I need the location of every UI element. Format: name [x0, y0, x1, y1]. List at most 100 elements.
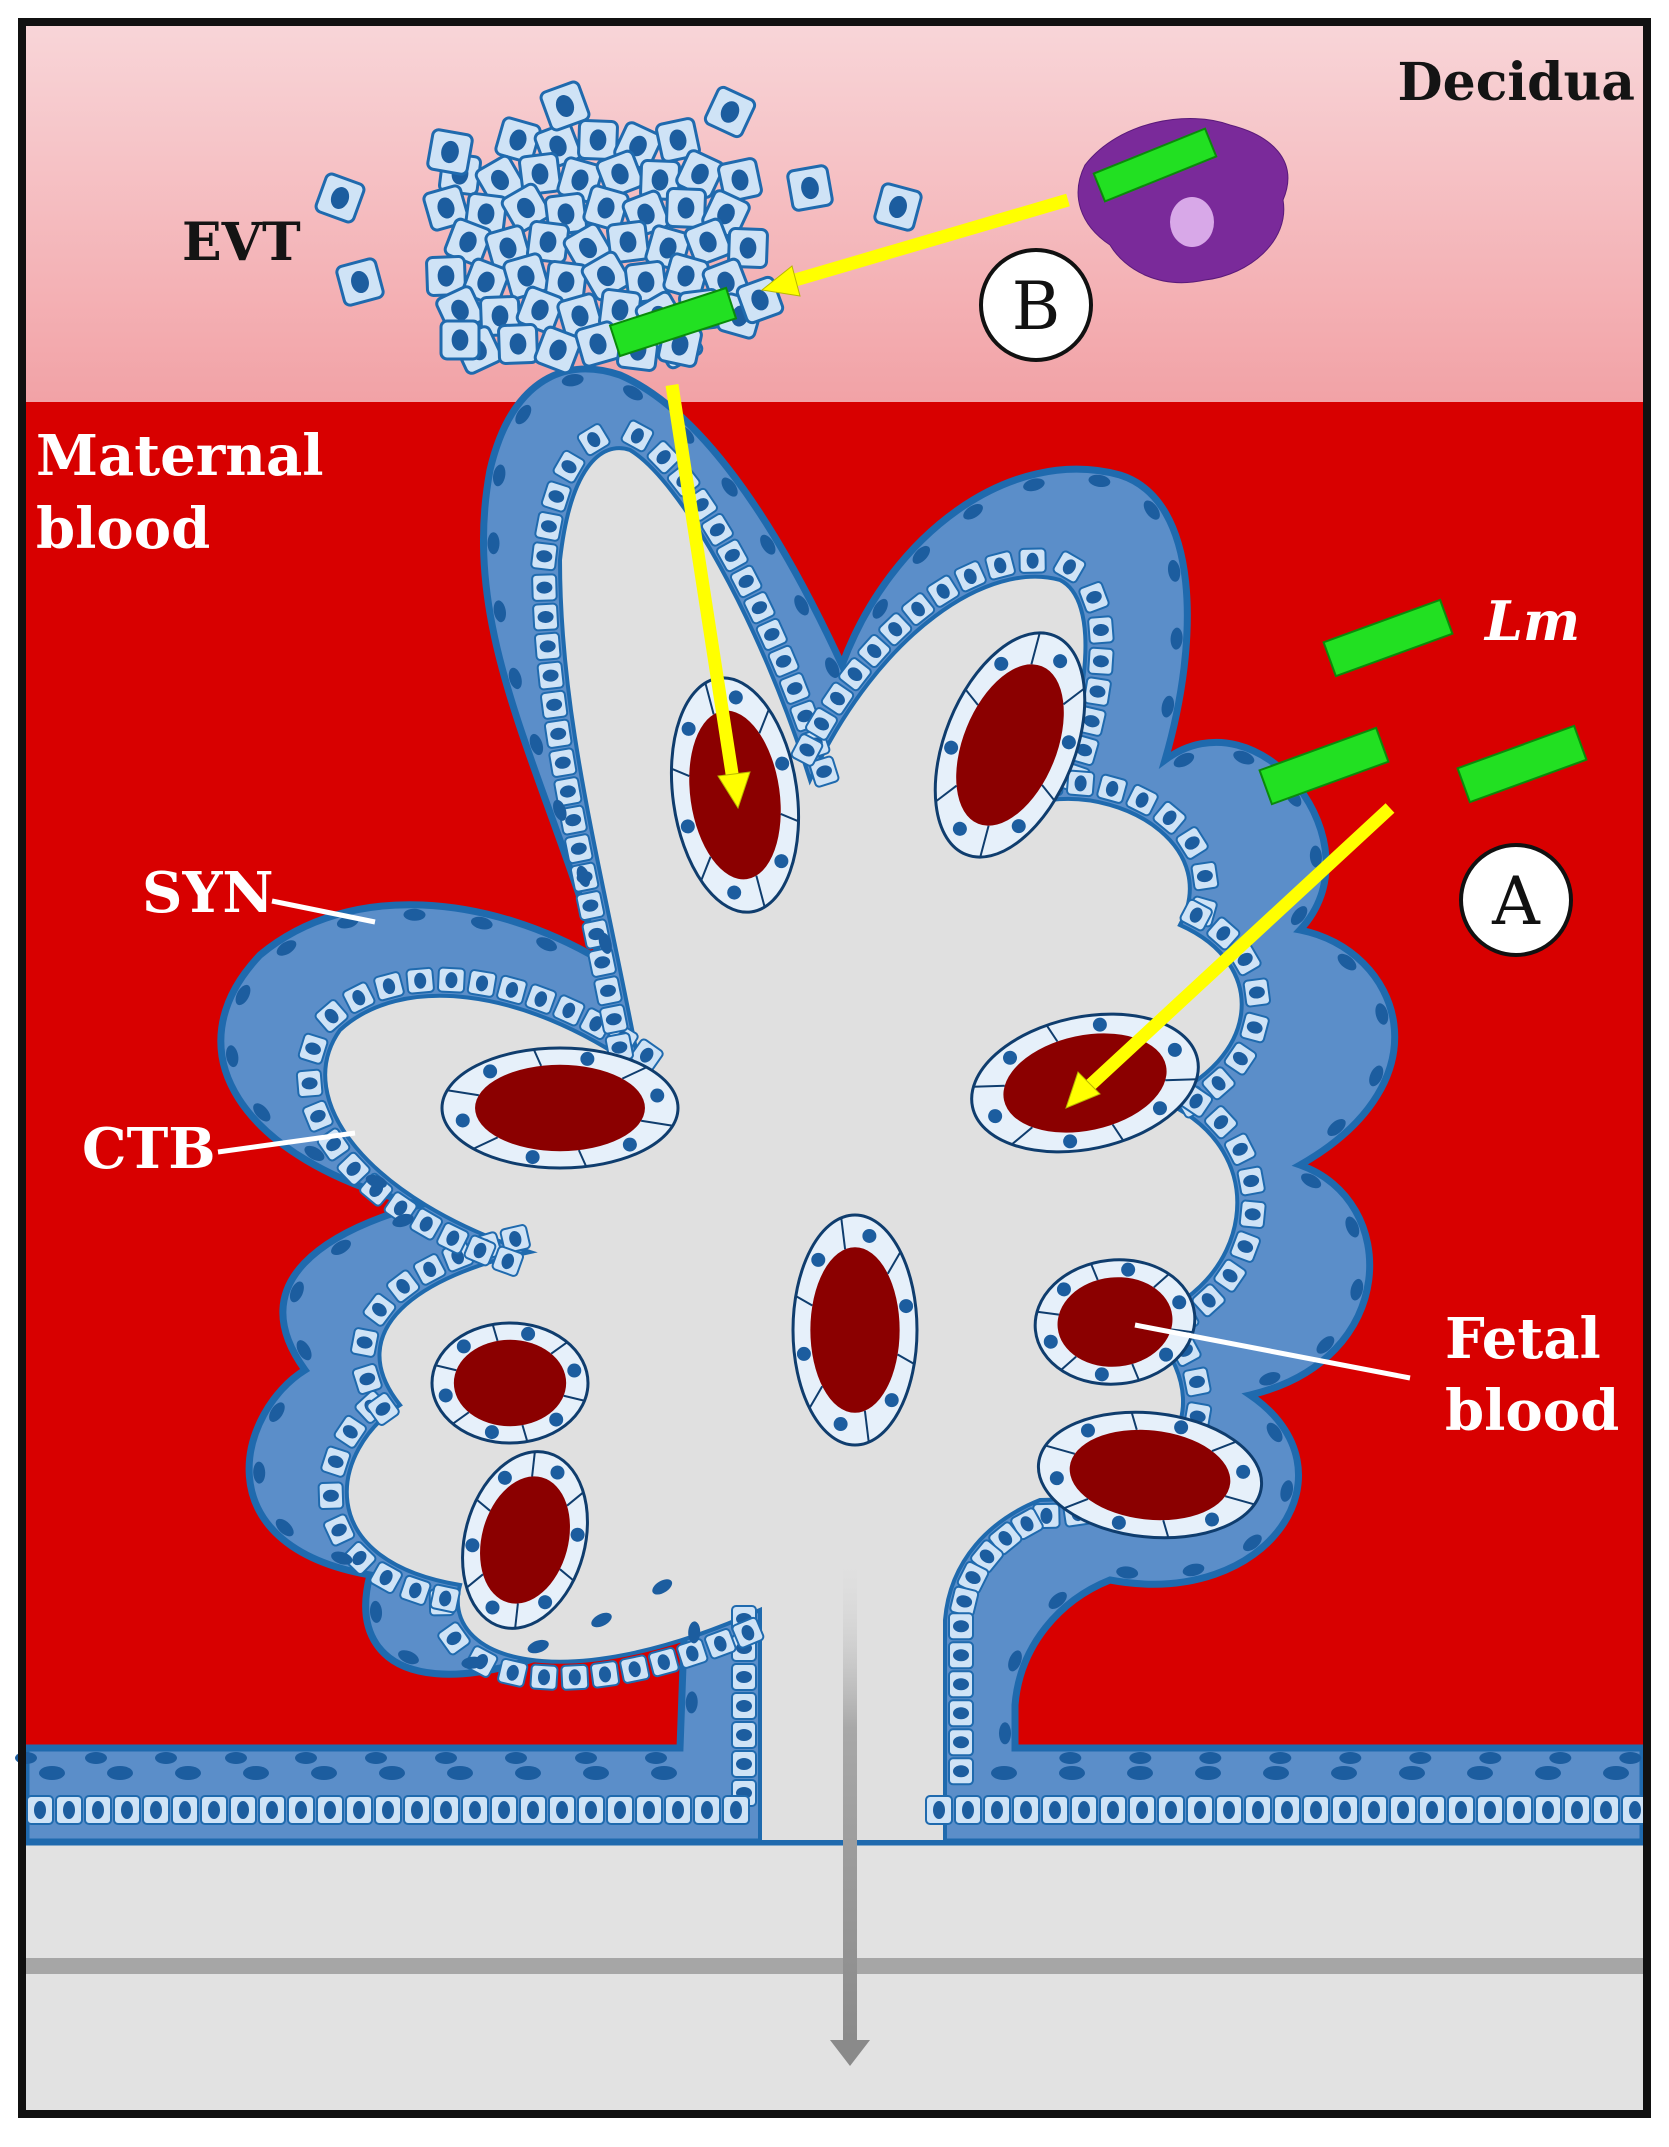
syncytial-nucleus: [721, 477, 738, 497]
cytotrophoblast-cell: [323, 1513, 356, 1547]
cytotrophoblast-cell: [948, 1757, 974, 1786]
cytotrophoblast-cell: [606, 1795, 634, 1825]
syncytial-nuclei: [15, 374, 1642, 1780]
syncytial-nucleus: [435, 1752, 457, 1764]
cytotrophoblast-cell: [1302, 1795, 1330, 1825]
syncytial-nucleus: [1116, 1566, 1139, 1579]
cytotrophoblast-cell: [948, 1699, 974, 1728]
evt-cell: [497, 323, 539, 365]
cytotrophoblast-cell: [369, 1561, 403, 1594]
cytotrophoblast-cell: [1204, 1105, 1238, 1140]
cytotrophoblast-cell: [901, 592, 936, 626]
cytotrophoblast-cell: [743, 591, 776, 625]
rod-bacterium-icon: [1258, 726, 1390, 806]
syncytial-nucleus: [508, 667, 522, 690]
evt-label: EVT: [182, 212, 301, 273]
cytotrophoblast-cell: [316, 1795, 344, 1825]
evt-cell: [556, 292, 604, 340]
cytotrophoblast-cell: [704, 1628, 737, 1660]
ctb-label: CTB: [82, 1116, 216, 1182]
cytotrophoblast-cell: [1182, 1366, 1212, 1398]
cytotrophoblast-cell: [648, 1647, 680, 1678]
syncytial-nucleus: [1290, 906, 1308, 926]
evt-cell: [595, 149, 645, 199]
cytotrophoblast-cell: [1190, 861, 1220, 892]
fetal-vessel: [933, 631, 1087, 859]
syncytial-nucleus: [1059, 1752, 1082, 1764]
cytotrophoblast-cell: [587, 946, 617, 978]
cytotrophoblast-cell: [314, 999, 349, 1034]
syncytial-nucleus: [331, 1239, 351, 1256]
cytotrophoblast-cell: [437, 966, 466, 994]
cytotrophoblast-cell: [731, 1692, 757, 1720]
cytotrophoblast-cell: [26, 1795, 54, 1825]
syncytial-nucleus: [825, 657, 840, 678]
cytotrophoblast-cell: [857, 633, 892, 669]
syncytial-nucleus: [527, 1639, 549, 1654]
cytotrophoblast-cell: [491, 1245, 524, 1277]
cytotrophoblast-cell: [345, 1795, 373, 1825]
cytotrophoblast-cell: [948, 1641, 974, 1670]
cytotrophoblast-cell: [1239, 1011, 1270, 1044]
syncytial-nucleus: [575, 1752, 597, 1764]
figure-frame: [18, 18, 1651, 2118]
cytotrophoblast-cell: [731, 1750, 757, 1778]
cytotrophoblast-cell: [1157, 1795, 1185, 1825]
cytotrophoblast-cell: [1087, 615, 1115, 645]
syncytial-nucleus: [1233, 750, 1255, 765]
cytotrophoblast-cell: [820, 681, 855, 716]
cytotrophoblast-cell: [575, 890, 606, 922]
syncytial-nucleus: [1327, 1118, 1346, 1137]
syncytial-nucleus: [1195, 1766, 1221, 1780]
syncytial-nucleus: [688, 1621, 701, 1644]
yellow-arrow-icon: [665, 193, 1395, 1109]
cytotrophoblast-cell: [519, 1795, 547, 1825]
syncytial-nucleus: [1603, 1766, 1629, 1780]
cytotrophoblast-cell: [729, 564, 763, 599]
syncytial-nucleus: [269, 1402, 285, 1422]
syn-label: SYN: [142, 860, 274, 926]
syncytial-nucleus: [1173, 752, 1195, 768]
fetal-vessel: [461, 1450, 589, 1630]
cytotrophoblast-cell: [534, 511, 564, 542]
cytotrophoblast-cell: [530, 541, 559, 572]
fetal-vessel: [440, 1046, 680, 1170]
syncytial-nucleus: [1369, 1065, 1384, 1087]
cytotrophoblast-cell: [1592, 1795, 1620, 1825]
cytotrophoblast-cell: [1125, 783, 1159, 817]
syncytial-nucleus: [1143, 500, 1160, 520]
evt-cell: [577, 119, 619, 161]
cytotrophoblast-cell: [1418, 1795, 1446, 1825]
cytotrophoblast-cell: [577, 1795, 605, 1825]
cytotrophoblast-cell: [532, 602, 560, 632]
syncytial-nucleus: [1316, 1336, 1335, 1354]
cytotrophoblast-cell: [878, 612, 913, 647]
syncytial-nucleus: [991, 1766, 1017, 1780]
cytotrophoblast-cell: [755, 617, 788, 651]
syncytial-nucleus: [225, 1045, 239, 1068]
evt-cell: [786, 164, 834, 212]
cytotrophoblast-cell: [593, 975, 623, 1007]
evt-cell: [873, 182, 923, 232]
syncytial-nucleus: [311, 1766, 337, 1780]
cytotrophoblast-cell: [342, 981, 376, 1014]
syncytial-nucleus: [598, 932, 612, 954]
cytotrophoblast-cell: [142, 1795, 170, 1825]
cytotrophoblast-cell: [1238, 1199, 1267, 1230]
cytotrophoblast-cell: [531, 573, 558, 602]
cytotrophoblast-cell: [302, 1099, 334, 1133]
cytotrophoblast-cell: [1447, 1795, 1475, 1825]
syncytial-nucleus: [1263, 1766, 1289, 1780]
cytotrophoblast-cell: [1476, 1795, 1504, 1825]
cytotrophoblast-cell: [1012, 1795, 1040, 1825]
cytotrophoblast-cell: [490, 1795, 518, 1825]
cytotrophoblast-cell: [84, 1795, 112, 1825]
syncytial-nucleus: [253, 1103, 271, 1122]
fetal-vessel: [1033, 1258, 1197, 1386]
cytotrophoblast-cell: [499, 1224, 531, 1254]
cytotrophoblast-cell: [171, 1795, 199, 1825]
syncytial-nucleus: [1280, 1480, 1294, 1502]
cytotrophoblast-cell: [436, 1222, 470, 1255]
evt-cell: [606, 220, 650, 264]
